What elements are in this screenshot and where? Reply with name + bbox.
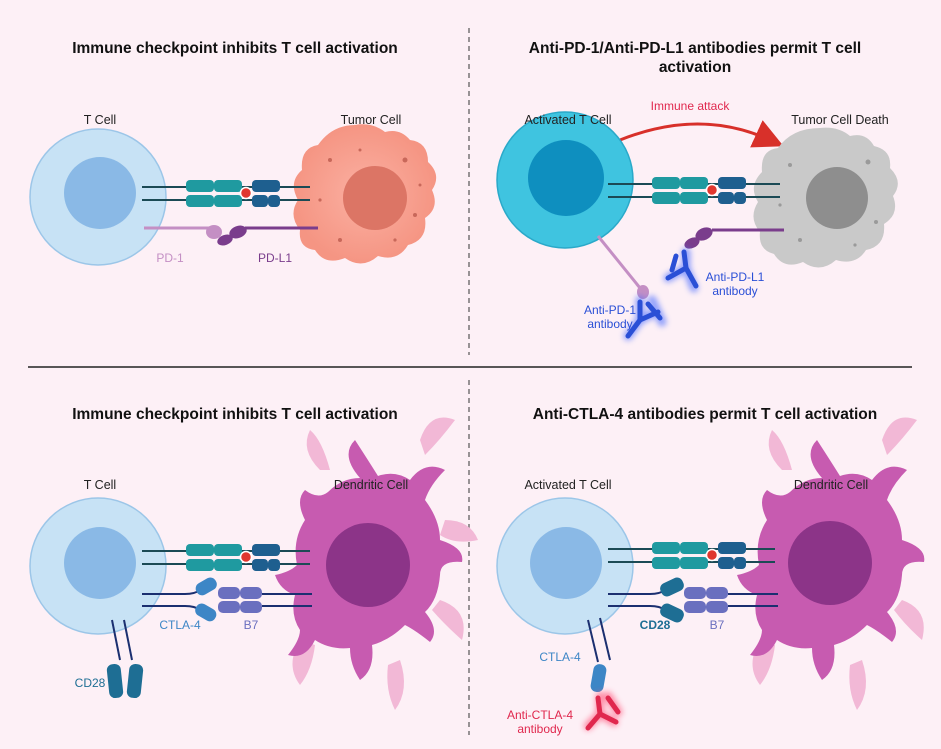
activated-t-cell-label: Activated T Cell: [524, 478, 612, 492]
tcr-mhc-complex-activated: [608, 177, 780, 204]
cd28-receptor: [106, 619, 144, 699]
t-cell-label: T Cell: [83, 113, 117, 127]
dendritic-cell-label: Dendritic Cell: [793, 478, 869, 492]
ctla4-label: CTLA-4: [159, 618, 201, 632]
activated-t-cell-nucleus: [528, 140, 604, 216]
immune-attack-label: Immune attack: [650, 99, 730, 113]
panel-title-bottom-left: Immune checkpoint inhibits T cell activa…: [72, 406, 398, 423]
tumor-speckles: [318, 148, 422, 242]
panel-title-top-right: Anti-PD-1/Anti-PD-L1 antibodies permit T…: [528, 40, 862, 76]
anti-ctla4-antibody: [583, 691, 623, 731]
dendritic-cell-label: Dendritic Cell: [333, 478, 409, 492]
tcr-mhc-complex: [608, 542, 775, 569]
panel-bottom-left: [29, 417, 478, 710]
ctla4-label: CTLA-4: [539, 650, 581, 664]
tumor-nucleus: [343, 166, 407, 230]
t-cell-nucleus: [64, 157, 136, 229]
pdl1-label: PD-L1: [257, 251, 292, 265]
tcr-mhc-complex: [142, 180, 310, 207]
immune-attack-arrow: [619, 120, 784, 148]
activated-t-cell-label: Activated T Cell: [524, 113, 612, 127]
tumor-cell-death-label: Tumor Cell Death: [791, 113, 889, 127]
b7-label: B7: [709, 618, 725, 632]
tcr-mhc-complex: [142, 544, 310, 571]
panel-bottom-right: [496, 417, 925, 731]
dendritic-nucleus: [326, 523, 410, 607]
pd1-label: PD-1: [156, 251, 184, 265]
dendritic-nucleus: [788, 521, 872, 605]
dendritic-tendrils-light: [752, 417, 924, 710]
cd28-label: CD28: [639, 618, 671, 632]
panel-title-top-left: Immune checkpoint inhibits T cell activa…: [72, 40, 398, 57]
cd28-label: CD28: [74, 676, 106, 690]
anti-pdl1-antibody-label: Anti-PD-L1 antibody: [705, 270, 765, 299]
cd28-b7-complex: [608, 577, 778, 623]
pd1-receptor-blocked: [596, 235, 649, 299]
panel-top-right: [496, 111, 898, 341]
ctla4-receptor-blocked: [587, 617, 611, 693]
anti-pd1-antibody-label: Anti-PD-1 antibody: [583, 303, 636, 332]
t-cell-nucleus: [64, 527, 136, 599]
pdl1-ligand: [217, 225, 318, 246]
panel-top-left: [29, 124, 437, 266]
anti-ctla4-antibody-label: Anti-CTLA-4 antibody: [506, 708, 574, 737]
t-cell-label: T Cell: [83, 478, 117, 492]
anti-pdl1-antibody: [663, 247, 699, 293]
ctla4-b7-complex: [142, 577, 312, 622]
pdl1-ligand-blocked: [684, 227, 784, 249]
tumor-cell-label: Tumor Cell: [340, 113, 402, 127]
dead-tumor-speckles: [778, 159, 878, 247]
anti-pd1-antibody: [623, 295, 667, 341]
panel-title-bottom-right: Anti-CTLA-4 antibodies permit T cell act…: [532, 406, 878, 423]
t-cell-nucleus: [530, 527, 602, 599]
b7-label: B7: [243, 618, 259, 632]
dead-tumor-nucleus: [806, 167, 868, 229]
pd1-receptor: [144, 225, 222, 239]
